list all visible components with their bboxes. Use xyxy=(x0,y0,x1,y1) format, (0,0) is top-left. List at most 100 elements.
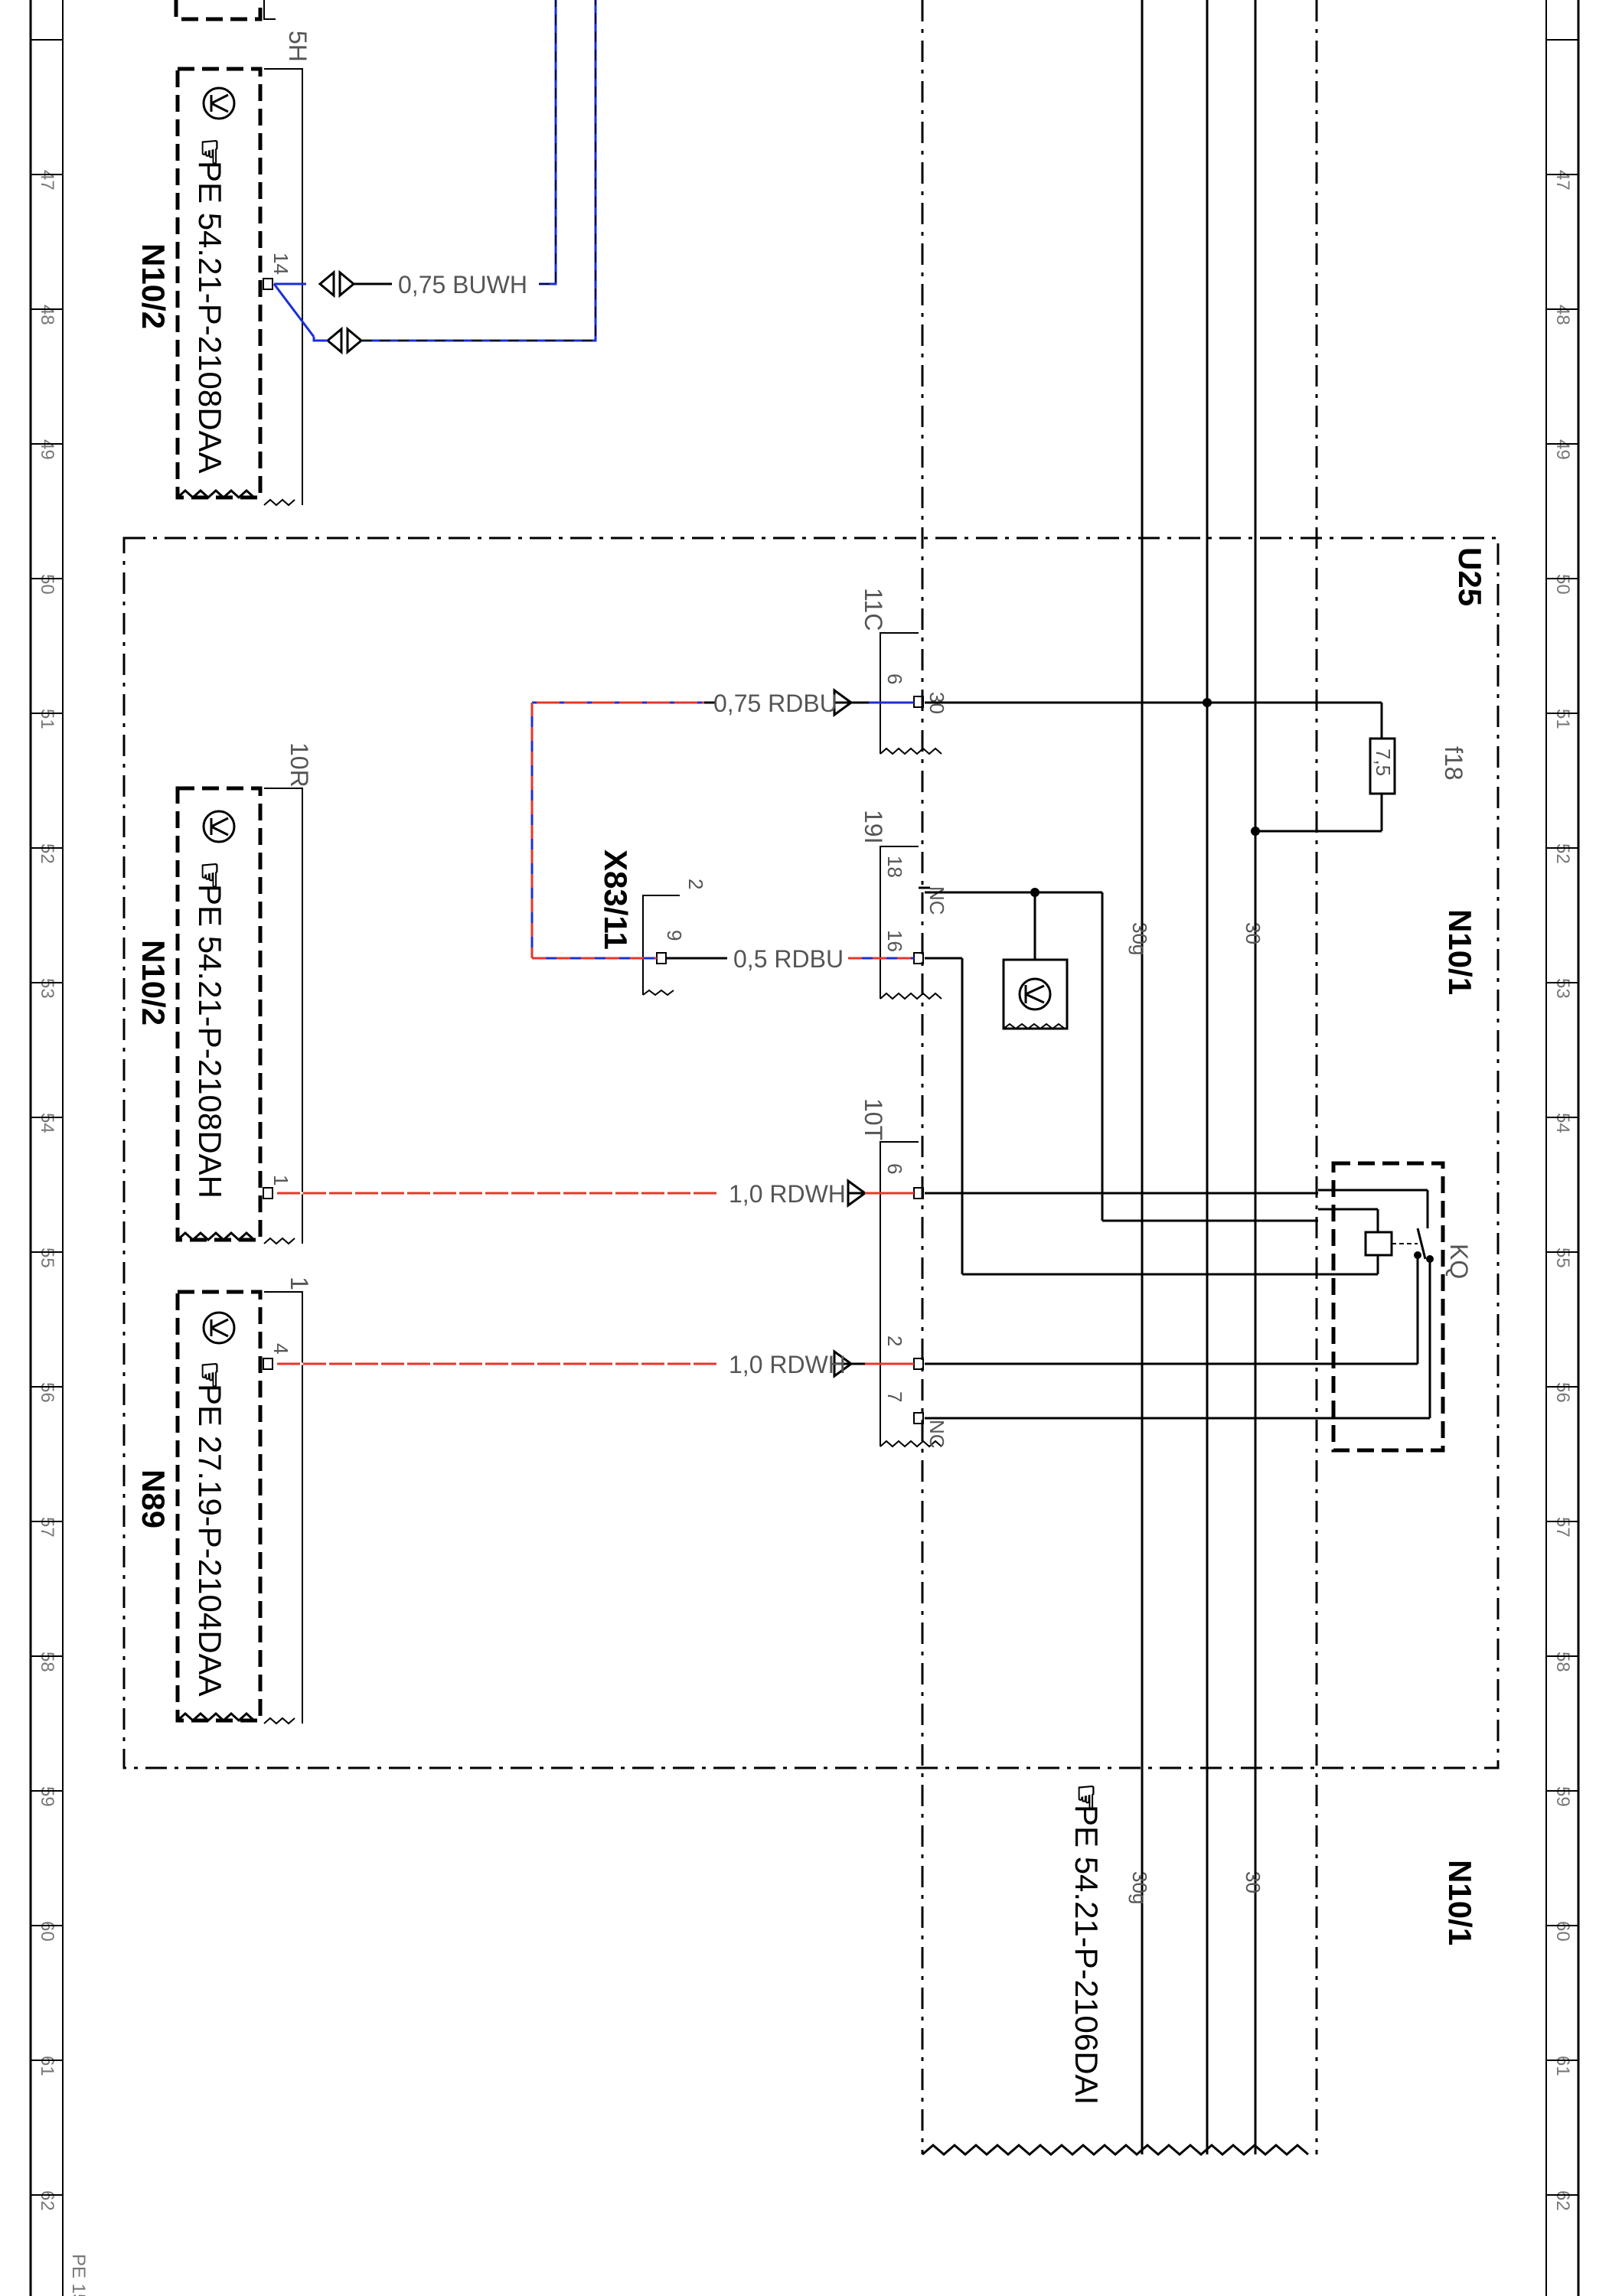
terminal-pins xyxy=(913,696,930,1424)
hand-pointer-icon: ☞ xyxy=(192,861,228,890)
n10-2-top-label: N10/2 xyxy=(135,243,171,329)
wire-buwh-label: 0,75 BUWH xyxy=(398,271,527,298)
pin-1a: 1 xyxy=(269,1175,292,1186)
ruler-row-label: 60 xyxy=(1552,1921,1573,1942)
ruler-row-label: 50 xyxy=(37,574,57,595)
right-ruler xyxy=(1545,0,1580,2296)
pin-16: 16 xyxy=(883,930,906,952)
connector-1-label: 1 xyxy=(286,1277,313,1290)
pin-2b: 2 xyxy=(883,1336,906,1346)
pin-nc1: NC xyxy=(925,886,948,915)
pin-18: 18 xyxy=(883,856,906,878)
connector-10t-label: 10T xyxy=(860,1098,887,1140)
ruler-row-label: 53 xyxy=(1552,978,1573,999)
pin-6a: 6 xyxy=(883,673,906,684)
ruler-row-label: 60 xyxy=(37,1921,57,1942)
wire-rdwh-1-label: 1,0 RDWH xyxy=(729,1180,846,1208)
ruler-row-label: 47 xyxy=(1552,170,1573,191)
wire-rdbu-05-label: 0,5 RDBU xyxy=(733,945,844,973)
rail-30-label-bottom: 30 xyxy=(1242,1871,1265,1893)
fuse-value: 7,5 xyxy=(1372,748,1395,776)
ruler-row-label: 62 xyxy=(1552,2190,1573,2211)
pin-6b: 6 xyxy=(883,1163,906,1174)
pin-nc2: NC xyxy=(925,1420,948,1449)
pin-2x: 2 xyxy=(684,879,707,889)
connector-5h-label: 5H xyxy=(284,31,312,62)
pin-14: 14 xyxy=(269,253,292,275)
u25-label: U25 xyxy=(1452,547,1488,606)
internal-wiring xyxy=(925,701,1318,1420)
ruler-row-label: 53 xyxy=(37,978,57,999)
connector-19i xyxy=(880,846,942,1000)
ruler-row-label: 61 xyxy=(37,2056,57,2076)
ruler-row-label: 56 xyxy=(1552,1382,1573,1403)
rdbu-075-wire xyxy=(530,688,914,960)
connector-11c xyxy=(880,632,942,755)
ruler-row-label: 58 xyxy=(1552,1652,1573,1672)
relay-label: KQ xyxy=(1445,1244,1473,1279)
ruler-row-label: 55 xyxy=(1552,1247,1573,1268)
x83-label: X83/11 xyxy=(598,850,634,950)
ruler-row-label: 52 xyxy=(1552,843,1573,864)
pin-9: 9 xyxy=(663,930,686,941)
n89-module xyxy=(175,1290,303,1725)
connector-10t xyxy=(880,1141,942,1448)
ruler-row-label: 55 xyxy=(37,1247,57,1268)
control-unit-symbol xyxy=(1002,958,1069,1030)
rail-30-label-top: 30 xyxy=(1242,922,1265,944)
wire-rdbu-075-label: 0,75 RDBU xyxy=(713,690,837,717)
ruler-row-label: 59 xyxy=(1552,1786,1573,1807)
ruler-row-label: 57 xyxy=(37,1517,57,1538)
ref-mid: PE 54.21-P-2108DAH xyxy=(192,884,228,1199)
rdwh-wire-2 xyxy=(274,1349,914,1378)
hand-pointer-icon: ☞ xyxy=(192,138,228,167)
ruler-row-label: 58 xyxy=(37,1652,57,1672)
ruler-row-label: 59 xyxy=(37,1786,57,1807)
pin-7: 7 xyxy=(883,1391,906,1402)
ruler-row-label: 48 xyxy=(1552,305,1573,325)
ruler-row-label: 52 xyxy=(37,843,57,864)
relay-kq xyxy=(1318,1161,1445,1453)
n89-label: N89 xyxy=(135,1469,171,1528)
ruler-row-label: 51 xyxy=(37,709,57,729)
n10-1-module-frame xyxy=(921,0,1318,2156)
n10-1-label-top: N10/1 xyxy=(1442,909,1478,995)
ruler-row-label: 61 xyxy=(1552,2056,1573,2076)
ruler-row-label: 47 xyxy=(37,170,57,191)
pin-14-terminal xyxy=(263,278,273,290)
connector-10r-label: 10R xyxy=(286,742,313,788)
ruler-row-label: 56 xyxy=(37,1382,57,1403)
ref-right: PE 54.21-P-2106DAI xyxy=(1069,1805,1105,2105)
fuse-label: f18 xyxy=(1440,746,1467,780)
ruler-row-label: 49 xyxy=(37,439,57,460)
n10-2-mid-label: N10/2 xyxy=(135,940,171,1026)
hand-pointer-icon: ☞ xyxy=(1069,1783,1105,1812)
rdwh-wire-1 xyxy=(274,1179,914,1208)
ref-low: PE 27.19-P-2104DAA xyxy=(192,1384,228,1697)
buwh-wires xyxy=(273,0,597,355)
ruler-row-label: 54 xyxy=(1552,1113,1573,1133)
n10-2-top-module xyxy=(174,0,303,507)
pin-1a-terminal xyxy=(263,1187,273,1199)
connector-19i-label: 19I xyxy=(860,810,887,843)
fuse-f18 xyxy=(1203,698,1396,836)
ruler-row-label: 62 xyxy=(37,2190,57,2211)
rail-30g-label-bottom: 30g xyxy=(1128,1871,1151,1904)
ref-top: PE 54.21-P-2108DAA xyxy=(192,161,228,474)
ruler-row-label: 51 xyxy=(1552,709,1573,729)
n10-1-label-bottom: N10/1 xyxy=(1442,1860,1478,1945)
wire-rdwh-2-label: 1,0 RDWH xyxy=(729,1351,846,1378)
sheet-footer: PE 15 xyxy=(68,2254,89,2296)
connector-11c-label: 11C xyxy=(860,588,887,631)
ruler-row-label: 49 xyxy=(1552,439,1573,460)
n10-2-mid-module xyxy=(175,786,303,1245)
u25-boundary xyxy=(122,536,1500,1769)
pin-4-terminal xyxy=(263,1358,273,1370)
ruler-row-label: 50 xyxy=(1552,574,1573,595)
ruler-row-label: 57 xyxy=(1552,1517,1573,1538)
ruler-row-label: 54 xyxy=(37,1113,57,1133)
connector-x83-11 xyxy=(642,895,680,996)
left-ruler xyxy=(29,0,64,2296)
